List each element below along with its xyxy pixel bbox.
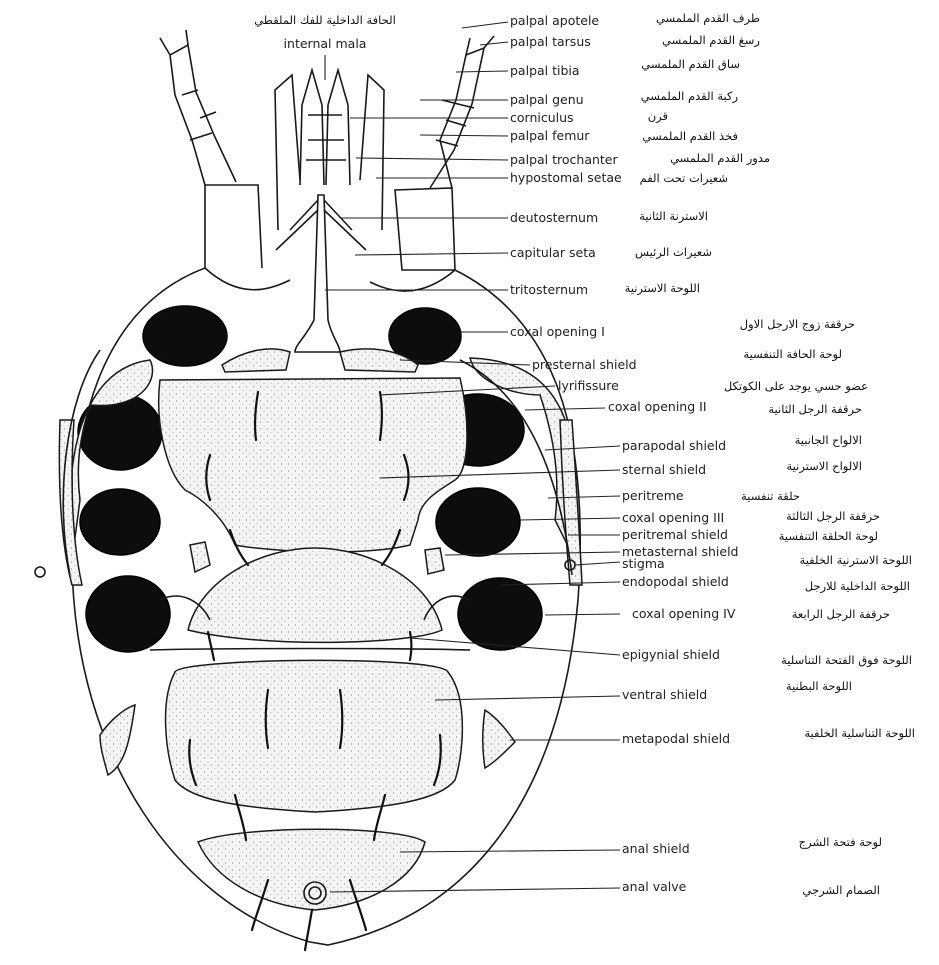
label-palpal-femur: palpal femur bbox=[510, 128, 590, 143]
coxal-opening-3-right bbox=[436, 488, 520, 556]
label-palpal-genu: palpal genu bbox=[510, 92, 584, 107]
epigynial-shield bbox=[188, 548, 442, 642]
label-sternal-shield: sternal shield bbox=[622, 462, 706, 477]
label-epigynial-shield: epigynial shield bbox=[622, 647, 720, 662]
label-parapodal-shield-ar: الالواح الجانبية bbox=[795, 433, 862, 448]
label-sternal-shield-ar: الالواح الاسترنية bbox=[786, 459, 862, 474]
coxal-opening-1-left bbox=[143, 306, 227, 366]
label-internal-mala: internal mala bbox=[284, 36, 367, 51]
label-anal-valve-ar: الصمام الشرجي bbox=[802, 883, 880, 898]
ventral-shield bbox=[166, 660, 463, 812]
label-peritremal-shield: peritremal shield bbox=[622, 527, 728, 542]
gnathosoma bbox=[160, 30, 494, 291]
label-palpal-apotele-ar: طرف القدم الملمسي bbox=[656, 11, 760, 26]
label-peritreme-ar: حلقة تنفسية bbox=[741, 489, 800, 503]
label-internal-mala-ar: الحافة الداخلية للفك الملقطي bbox=[254, 13, 396, 27]
label-parapodal-shield: parapodal shield bbox=[622, 438, 726, 453]
label-presternal-shield-ar: لوحة الحافة التنفسية bbox=[743, 347, 842, 362]
label-coxal-opening-1-ar: حرقفة زوج الارجل الاول bbox=[740, 317, 855, 332]
label-endopodal-shield-ar: اللوحة الداخلية للارجل bbox=[805, 579, 910, 594]
metasternal-shield-left bbox=[190, 542, 210, 572]
label-tritosternum-ar: اللوحة الاسترنية bbox=[625, 281, 700, 296]
sternal-shield bbox=[159, 378, 467, 552]
metapodal-shield-right bbox=[483, 710, 515, 768]
label-ventral-shield: ventral shield bbox=[622, 687, 707, 702]
label-palpal-tibia-ar: ساق القدم الملمسي bbox=[641, 57, 740, 71]
label-hypostomal-setae: hypostomal setae bbox=[510, 170, 622, 185]
label-tritosternum: tritosternum bbox=[510, 282, 588, 297]
coxal-opening-4-right bbox=[458, 578, 542, 650]
label-palpal-femur-ar: فخذ القدم الملمسي bbox=[642, 129, 738, 143]
label-anal-shield-ar: لوحة فتحة الشرج bbox=[799, 835, 882, 850]
label-lyrifissure-ar: عضو حسي يوجد على الكوتكل bbox=[724, 379, 868, 394]
label-corniculus-ar: قرن bbox=[648, 109, 668, 124]
label-coxal-opening-2-ar: حرقفة الرجل الثانية bbox=[768, 402, 862, 417]
label-palpal-genu-ar: ركبة القدم الملمسي bbox=[641, 89, 738, 104]
label-metapodal-shield: metapodal shield bbox=[622, 731, 730, 746]
label-anal-shield: anal shield bbox=[622, 841, 690, 856]
label-metapodal-shield-ar: اللوحة التناسلية الخلفية bbox=[804, 726, 915, 741]
label-coxal-opening-1: coxal opening I bbox=[510, 324, 605, 339]
stigma-left bbox=[35, 567, 45, 577]
label-epigynial-shield-ar: اللوحة فوق الفتحة التناسلية bbox=[781, 653, 912, 668]
label-corniculus: corniculus bbox=[510, 110, 574, 125]
label-palpal-tibia: palpal tibia bbox=[510, 63, 580, 78]
label-stigma: stigma bbox=[622, 556, 665, 571]
label-coxal-opening-2: coxal opening II bbox=[608, 399, 707, 414]
label-capitular-seta-ar: شعيرات الرئيس bbox=[635, 245, 712, 260]
label-palpal-tarsus: palpal tarsus bbox=[510, 34, 591, 49]
coxal-opening-4-left bbox=[86, 576, 170, 652]
label-palpal-tarsus-ar: رسغ القدم الملمسي bbox=[662, 33, 760, 48]
label-coxal-opening-3-ar: حرقفة الرجل الثالثة bbox=[786, 509, 880, 524]
label-peritreme: peritreme bbox=[622, 488, 684, 503]
label-palpal-trochanter-ar: مدور القدم الملمسي bbox=[670, 151, 770, 166]
label-ventral-shield-ar: اللوحة البطنية bbox=[786, 679, 852, 694]
label-peritremal-shield-ar: لوحة الحلقة التنفسية bbox=[779, 529, 878, 544]
label-lyrifissure: lyrifissure bbox=[558, 378, 619, 393]
label-deutosternum: deutosternum bbox=[510, 210, 598, 225]
label-anal-valve: anal valve bbox=[622, 879, 687, 894]
presternal-shield-left bbox=[222, 349, 290, 372]
label-endopodal-shield: endopodal shield bbox=[622, 574, 729, 589]
label-presternal-shield: presternal shield bbox=[532, 357, 637, 372]
label-deutosternum-ar: الاسترنة الثانية bbox=[639, 209, 708, 224]
label-coxal-opening-4-ar: حرقفة الرجل الرابعة bbox=[792, 607, 890, 622]
metapodal-shield-left bbox=[100, 705, 135, 775]
label-metasternal-shield-ar: اللوحة الاسترنية الخلفية bbox=[800, 553, 912, 568]
label-coxal-opening-4: coxal opening IV bbox=[632, 606, 736, 621]
metasternal-shield-right bbox=[425, 548, 444, 574]
label-capitular-seta: capitular seta bbox=[510, 245, 596, 260]
label-hypostomal-setae-ar: شعيرات تحت الفم bbox=[640, 171, 728, 186]
label-coxal-opening-3: coxal opening III bbox=[622, 510, 724, 525]
coxal-opening-3-left bbox=[80, 489, 160, 555]
label-palpal-apotele: palpal apotele bbox=[510, 13, 599, 28]
label-palpal-trochanter: palpal trochanter bbox=[510, 152, 618, 167]
